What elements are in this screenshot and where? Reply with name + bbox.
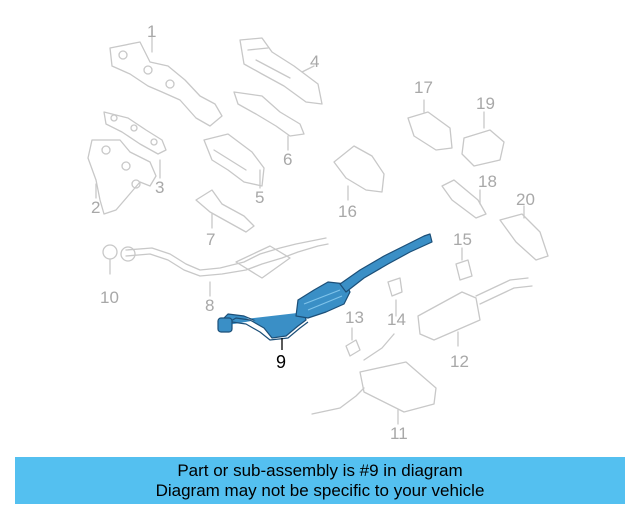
callout-13: 13 (345, 308, 364, 327)
part-2-manifold (87, 139, 157, 215)
callout-18: 18 (478, 172, 497, 191)
callout-17: 17 (414, 78, 433, 97)
callout-4: 4 (310, 52, 320, 71)
part-17-bracket (407, 111, 453, 151)
banner-line-1: Part or sub-assembly is #9 in diagram (177, 460, 463, 480)
part-1-exhaust-manifold (109, 41, 223, 127)
part-11-muffler (311, 333, 437, 415)
info-banner: Part or sub-assembly is #9 in diagram Di… (15, 457, 625, 504)
callout-6: 6 (283, 150, 293, 169)
callout-7: 7 (206, 230, 216, 249)
callout-10: 10 (100, 288, 119, 307)
callout-12: 12 (450, 352, 469, 371)
part-7-bracket (195, 189, 255, 233)
callout-19: 19 (476, 94, 495, 113)
part-14-hanger (387, 277, 403, 297)
part-4-heat-shield (239, 37, 323, 105)
callout-11: 11 (390, 424, 408, 443)
callout-2: 2 (91, 198, 101, 217)
part-15-hanger (455, 259, 473, 281)
parts-diagram (87, 29, 549, 425)
callout-20: 20 (516, 190, 535, 209)
part-6-bracket (233, 91, 305, 137)
part-20-bracket (499, 213, 549, 261)
banner-line-2: Diagram may not be specific to your vehi… (155, 480, 485, 500)
callout-3: 3 (155, 178, 165, 197)
part-3-gasket (103, 111, 167, 155)
callout-16: 16 (338, 202, 357, 221)
part-9-catalytic-converter-pipe[interactable] (217, 233, 433, 341)
part-5-shield (203, 133, 265, 187)
callout-9: 9 (276, 352, 287, 372)
callout-1: 1 (147, 22, 157, 41)
callout-5: 5 (255, 188, 265, 207)
callout-8: 8 (205, 296, 215, 315)
callout-15: 15 (453, 230, 472, 249)
part-10-clamp (102, 244, 136, 262)
part-16-heat-shield (333, 145, 385, 193)
part-18-bracket (441, 179, 487, 219)
callout-14: 14 (387, 310, 406, 329)
part-13-hanger (345, 339, 361, 357)
part-8-front-pipe (125, 237, 329, 279)
part-12-rear-muffler (417, 277, 533, 341)
part-19-bracket (461, 129, 505, 167)
